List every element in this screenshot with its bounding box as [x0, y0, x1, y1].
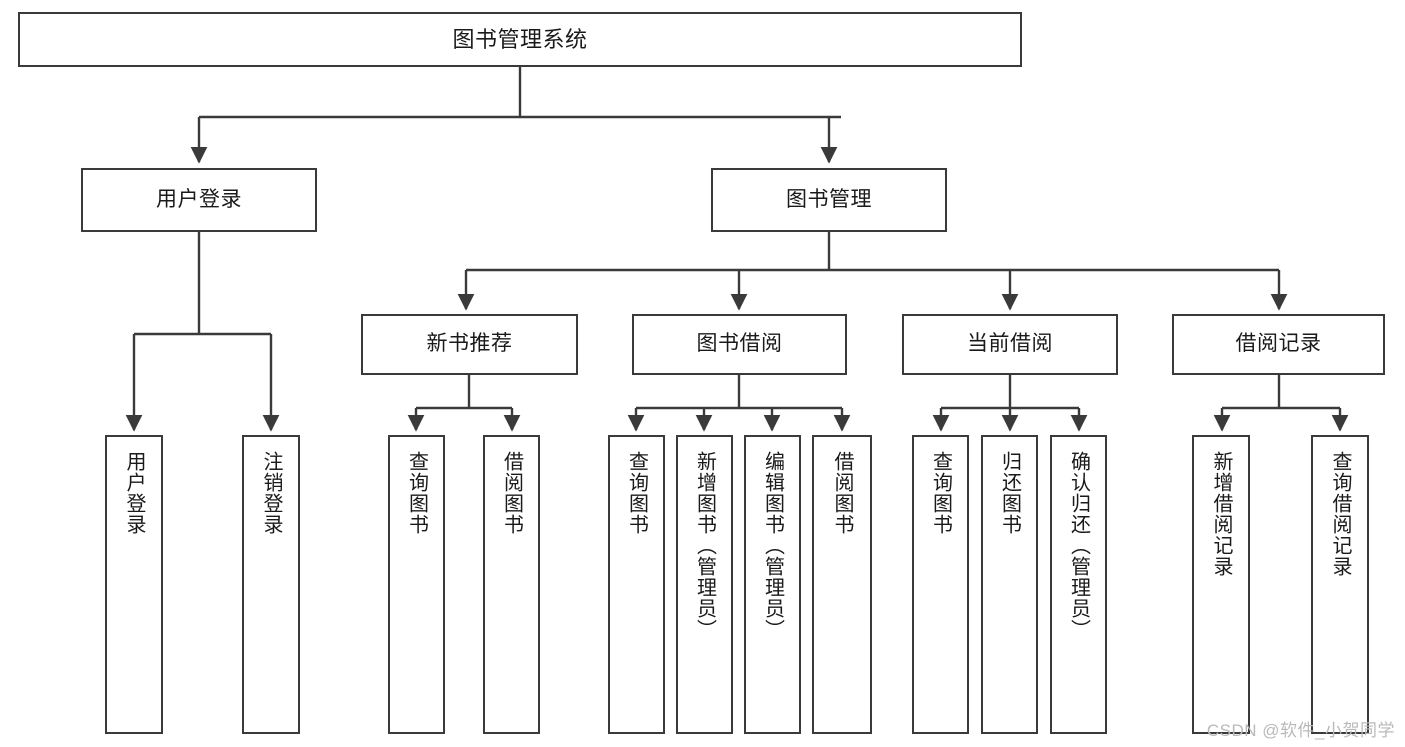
- leaf-user-login[interactable]: 用户登录: [105, 435, 163, 734]
- node-label: 借阅记录: [1235, 332, 1322, 356]
- node-book-borrow[interactable]: 图书借阅: [632, 314, 847, 375]
- leaf-record-add-borrow-record[interactable]: 新增借阅记录: [1192, 435, 1250, 734]
- node-label: 查询图书: [929, 451, 952, 535]
- leaf-borrow-add-book-admin[interactable]: 新增图书（管理员）: [676, 435, 733, 734]
- csdn-watermark: CSDN @软件_小贺同学: [1206, 721, 1395, 740]
- node-label: 新增图书（管理员）: [693, 451, 716, 640]
- node-new-book-recommend[interactable]: 新书推荐: [361, 314, 578, 375]
- node-user-login[interactable]: 用户登录: [81, 168, 317, 232]
- node-label: 用户登录: [156, 187, 242, 211]
- node-label: 注销登录: [260, 451, 282, 535]
- leaf-borrow-query-book[interactable]: 查询图书: [608, 435, 665, 734]
- node-current-borrow[interactable]: 当前借阅: [902, 314, 1118, 375]
- leaf-current-return-book[interactable]: 归还图书: [981, 435, 1038, 734]
- leaf-record-query-borrow-record[interactable]: 查询借阅记录: [1311, 435, 1369, 734]
- node-label: 图书管理系统: [452, 26, 588, 52]
- node-label: 查询图书: [405, 451, 428, 535]
- node-label: 借阅图书: [831, 451, 853, 535]
- node-label: 归还图书: [998, 451, 1021, 535]
- node-label: 查询图书: [625, 451, 648, 535]
- leaf-borrow-edit-book-admin[interactable]: 编辑图书（管理员）: [744, 435, 801, 734]
- node-label: 借阅图书: [500, 451, 523, 535]
- leaf-current-query-book[interactable]: 查询图书: [912, 435, 969, 734]
- node-book-management[interactable]: 图书管理: [711, 168, 947, 232]
- node-borrow-record[interactable]: 借阅记录: [1172, 314, 1385, 375]
- node-label: 查询借阅记录: [1329, 451, 1351, 577]
- leaf-current-confirm-return-admin[interactable]: 确认归还（管理员）: [1050, 435, 1107, 734]
- node-label: 当前借阅: [967, 332, 1053, 356]
- leaf-recommend-borrow-book[interactable]: 借阅图书: [483, 435, 540, 734]
- leaf-recommend-query-book[interactable]: 查询图书: [388, 435, 445, 734]
- leaf-user-logout[interactable]: 注销登录: [242, 435, 300, 734]
- leaf-borrow-borrow-book[interactable]: 借阅图书: [812, 435, 872, 734]
- node-label: 新书推荐: [426, 332, 513, 356]
- node-label: 新增借阅记录: [1210, 451, 1232, 577]
- node-root-book-management-system[interactable]: 图书管理系统: [18, 12, 1022, 67]
- node-label: 用户登录: [123, 451, 145, 535]
- node-label: 图书借阅: [696, 332, 783, 356]
- node-label: 确认归还（管理员）: [1067, 451, 1090, 640]
- node-label: 图书管理: [786, 187, 872, 211]
- node-label: 编辑图书（管理员）: [761, 451, 784, 640]
